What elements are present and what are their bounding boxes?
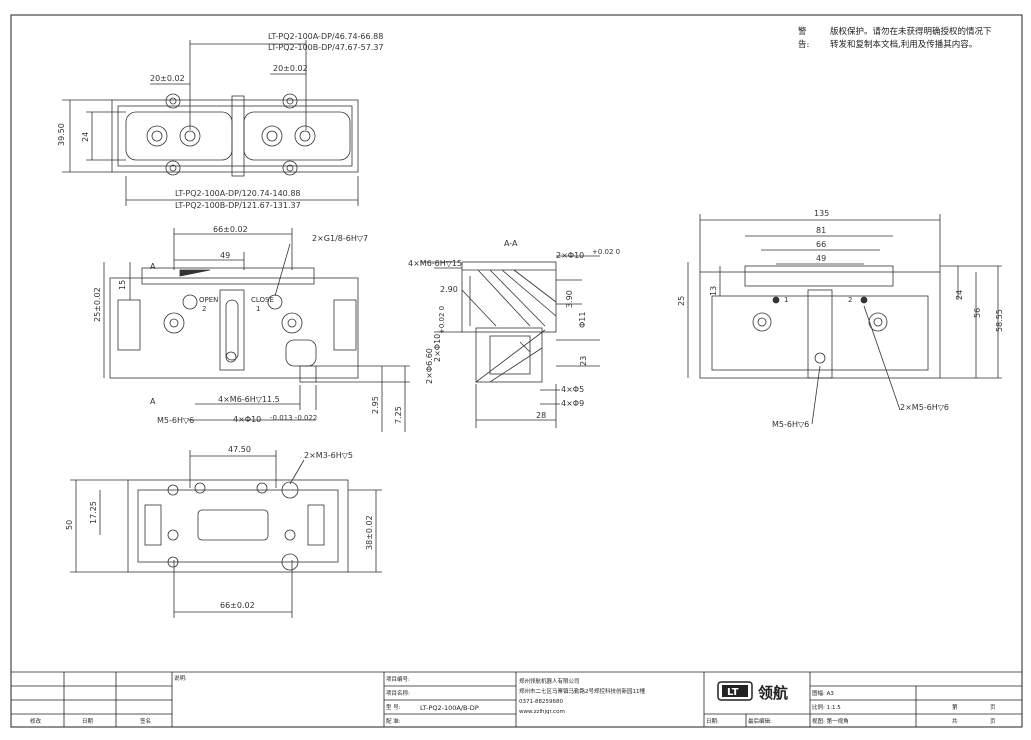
section-phi5: 4×Φ5	[561, 385, 584, 394]
tb-scale: 比例: 1:1.5	[812, 703, 841, 711]
section-phi10: 2×Φ10	[556, 251, 584, 260]
top-pitch-left: 20±0.02	[150, 74, 185, 83]
side-port2: 2	[848, 296, 852, 304]
top-len-a: LT-PQ2-100A-DP/120.74-140.88	[175, 189, 301, 198]
company-logo: LT 领航	[717, 681, 788, 702]
tb-page-label: 第	[952, 703, 958, 711]
tb-date2: 日期:	[706, 718, 719, 725]
section-d28: 28	[536, 411, 546, 420]
section-phi660: 2×Φ6.60	[425, 348, 434, 384]
front-view	[103, 228, 410, 432]
logo-mark: LT	[727, 687, 739, 698]
bottom-m3: 2×M3-6H▽5	[304, 451, 353, 460]
section-phi11: Φ11	[578, 312, 587, 328]
tb-project-no: 项目编号:	[386, 675, 410, 683]
open-label: OPEN	[199, 296, 218, 304]
side-w81: 81	[816, 226, 826, 235]
title-block-lines	[11, 671, 1022, 727]
front-d2: 7.25	[394, 406, 403, 424]
top-height-inner: 24	[81, 132, 90, 142]
tb-date: 日期	[82, 718, 94, 725]
bottom-h38: 38±0.02	[365, 515, 374, 550]
notice-line1: 版权保护。请勿在未获得明确授权的情况下	[830, 27, 992, 37]
tb-page-unit: 页	[990, 704, 996, 711]
front-inner: 49	[220, 251, 230, 260]
side-h25: 25	[677, 296, 686, 306]
tb-model-label: 型 号:	[386, 703, 401, 711]
tb-web: www.zzlhjqr.com	[519, 709, 565, 715]
border-frame	[10, 14, 1023, 728]
top-pitch-right: 20±0.02	[273, 64, 308, 73]
top-height-outer: 39.50	[57, 123, 66, 146]
side-w49: 49	[816, 254, 826, 263]
side-w135: 135	[814, 209, 829, 218]
side-h13: 13	[709, 286, 718, 296]
side-port1: 1	[784, 296, 788, 304]
front-label-a-bottom: A	[150, 397, 156, 406]
front-port-thread: 2×G1/8-6H▽7	[312, 234, 368, 243]
side-m5b: M5-6H▽6	[772, 420, 809, 429]
open-no: 2	[202, 305, 206, 313]
logo-text: 领航	[757, 684, 788, 702]
front-d1: 2.95	[371, 396, 380, 414]
bottom-w66: 66±0.02	[220, 601, 255, 610]
notice-label: 警告:	[798, 27, 810, 50]
tb-address: 郑州市二七区马寨镇马勤路2号郑控科技创新园11幢	[519, 687, 645, 695]
tb-total-label: 共	[952, 717, 958, 725]
section-title: A-A	[504, 239, 518, 248]
tb-paper: 图幅: A3	[812, 689, 834, 697]
tb-total-unit: 页	[990, 718, 996, 725]
top-view	[62, 40, 359, 206]
front-pin-tol: -0.013 -0.022	[270, 414, 317, 422]
close-no: 1	[256, 305, 260, 313]
side-view	[687, 214, 1002, 425]
front-pin: 4×Φ10	[233, 415, 261, 424]
section-d23: 23	[579, 356, 588, 366]
front-thread-m6: 4×M6-6H▽11.5	[218, 395, 280, 404]
section-d390: 3.90	[565, 290, 574, 308]
top-len-b: LT-PQ2-100B-DP/121.67-131.37	[175, 201, 301, 210]
bottom-h50: 50	[65, 520, 74, 530]
tb-modify: 修改	[30, 717, 42, 725]
notice-line2: 转发和复制本文档,利用及传播其内容。	[830, 40, 978, 50]
section-phi10-tol: +0.02 0	[592, 248, 620, 256]
front-h1: 25±0.02	[93, 287, 102, 322]
tb-sign: 签名	[140, 717, 151, 725]
close-label: CLOSE	[251, 296, 274, 304]
bottom-w4750: 47.50	[228, 445, 251, 454]
tb-phone: 0371-88259680	[519, 699, 563, 705]
tb-project-name: 项目名称:	[386, 689, 410, 697]
side-w66: 66	[816, 240, 826, 249]
front-m5: M5-6H▽6	[157, 416, 194, 425]
front-h2: 15	[118, 280, 127, 290]
section-d290: 2.90	[440, 285, 458, 294]
top-dim-a: LT-PQ2-100A-DP/46.74-66.88	[268, 32, 383, 41]
section-phi9: 4×Φ9	[561, 399, 584, 408]
bottom-view	[70, 450, 382, 618]
tb-company: 郑州领航机器人有限公司	[519, 677, 580, 685]
bottom-h1725: 17.25	[89, 501, 98, 524]
tb-last-edit: 最后编辑:	[748, 717, 772, 725]
front-width: 66±0.02	[213, 225, 248, 234]
tb-view: 视图: 第一视角	[812, 717, 849, 725]
tb-explain: 说明:	[174, 674, 187, 682]
section-m6: 4×M6-6H▽15	[408, 259, 462, 268]
section-view	[420, 255, 600, 428]
side-h5855: 58.55	[995, 309, 1004, 332]
tb-remark: 配 准:	[386, 717, 401, 725]
section-phi10b-tol: +0.02 0	[438, 306, 446, 334]
section-phi10b: 2×Φ10	[433, 334, 442, 362]
tb-model-value: LT-PQ2-100A/B-DP	[420, 704, 479, 712]
side-h56: 56	[973, 308, 982, 318]
side-h24: 24	[955, 290, 964, 300]
top-dim-b: LT-PQ2-100B-DP/47.67-57.37	[268, 43, 384, 52]
front-label-a: A	[150, 262, 156, 271]
side-m5a: 2×M5-6H▽6	[900, 403, 949, 412]
